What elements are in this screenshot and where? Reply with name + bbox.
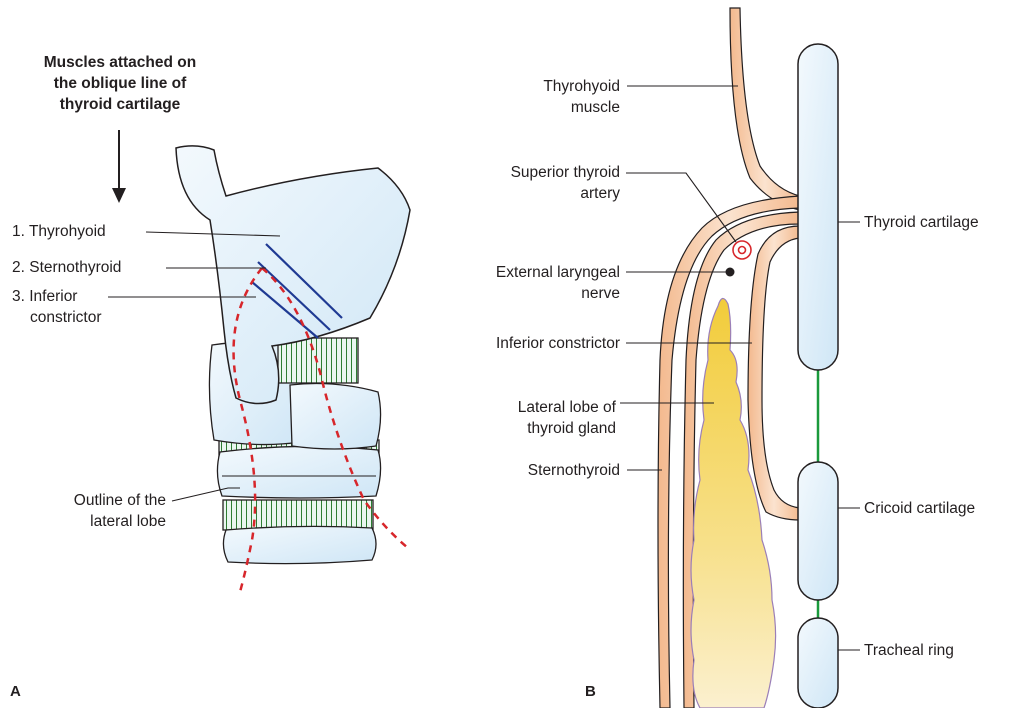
label-inferior-constrictor: 3. Inferior constrictor <box>12 286 102 328</box>
panel-b <box>620 8 860 708</box>
label-inferior-constrictor-b: Inferior constrictor <box>420 333 620 354</box>
label-tracheal-ring: Tracheal ring <box>864 640 954 661</box>
label-thyroid-cartilage: Thyroid cartilage <box>864 212 979 233</box>
cricoid-cartilage <box>798 462 838 600</box>
thyrohyoid-muscle <box>730 8 800 210</box>
label-sternothyroid: 2. Sternothyroid <box>12 257 121 278</box>
label-superior-thyroid-artery: Superior thyroid artery <box>440 162 620 204</box>
heading-line: the oblique line of <box>22 73 218 94</box>
arrow-head-icon <box>112 188 126 203</box>
heading-line: thyroid cartilage <box>22 94 218 115</box>
label-thyrohyoid: 1. Thyrohyoid <box>12 221 106 242</box>
label-lateral-lobe: Lateral lobe of thyroid gland <box>440 397 616 439</box>
tracheal-ring <box>798 618 838 708</box>
panel-letter-b: B <box>585 683 596 700</box>
membrane-band <box>223 500 373 530</box>
external-laryngeal-nerve-icon <box>726 268 735 277</box>
inferior-constrictor <box>748 226 800 520</box>
heading-line: Muscles attached on <box>22 52 218 73</box>
cricoid-ring <box>217 446 380 498</box>
label-external-laryngeal-nerve: External laryngeal nerve <box>440 262 620 304</box>
label-sternothyroid-b: Sternothyroid <box>440 460 620 481</box>
superior-thyroid-artery-icon <box>733 241 751 259</box>
cricothyroid-membrane <box>278 338 358 383</box>
thyroid-cartilage <box>798 44 838 370</box>
tracheal-ring <box>223 526 376 563</box>
label-thyrohyoid-muscle: Thyrohyoid muscle <box>460 76 620 118</box>
panel-a-heading: Muscles attached on the oblique line of … <box>22 52 218 115</box>
label-cricoid-cartilage: Cricoid cartilage <box>864 498 975 519</box>
panel-letter-a: A <box>10 683 21 700</box>
label-outline-lateral-lobe: Outline of the lateral lobe <box>30 490 166 532</box>
